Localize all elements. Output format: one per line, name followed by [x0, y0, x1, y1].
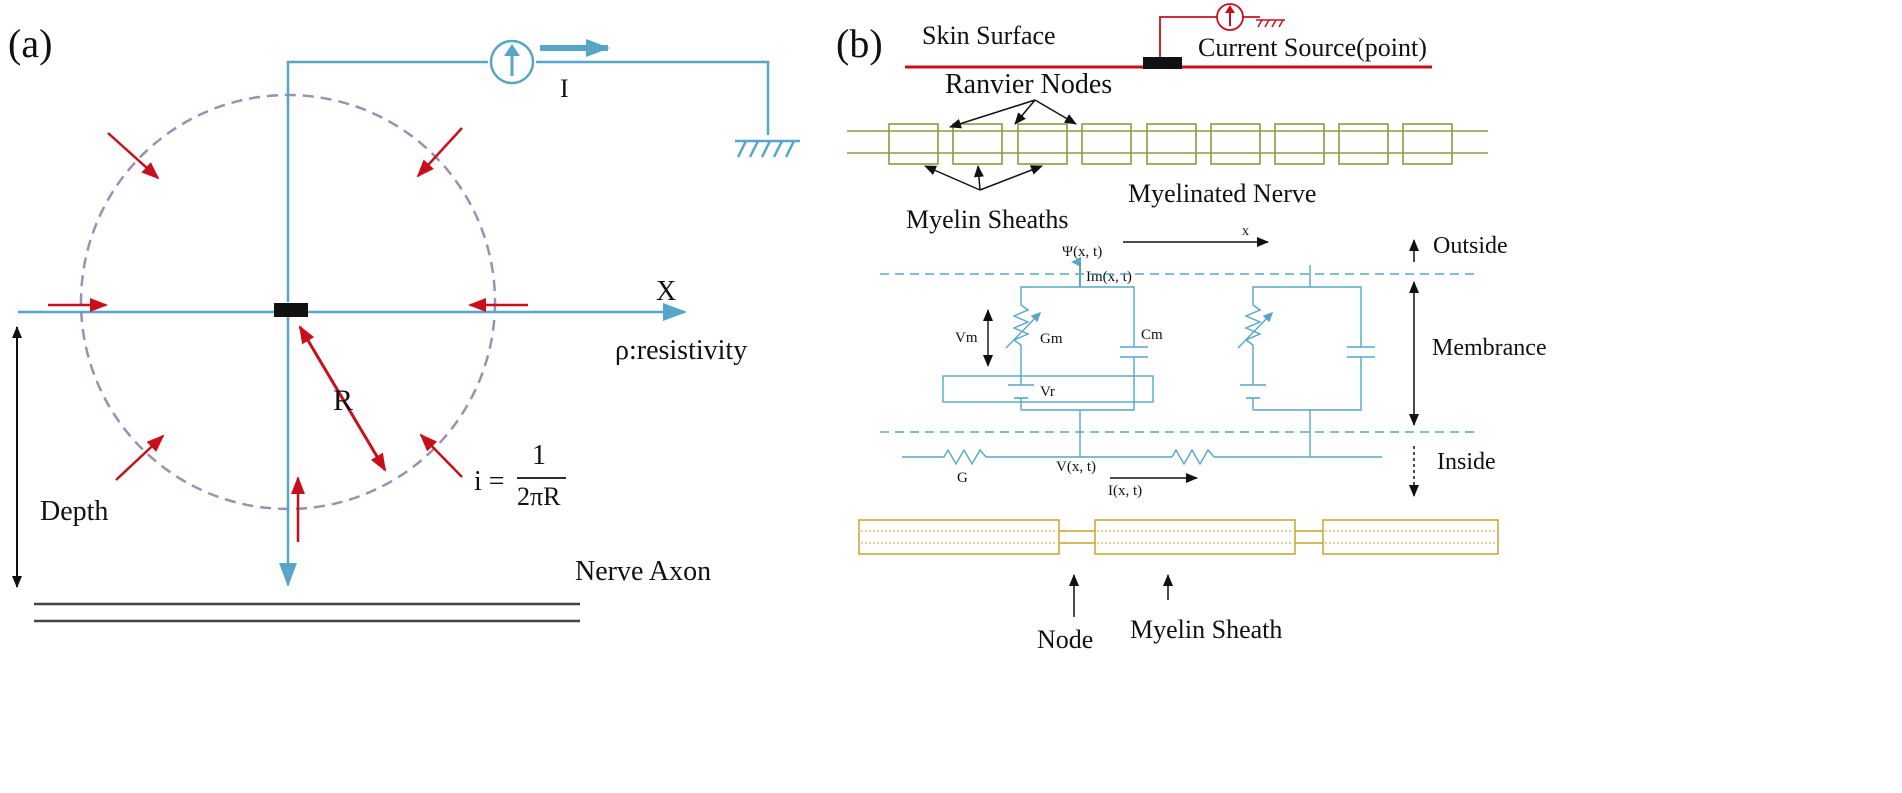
- electrode-icon: [274, 303, 308, 317]
- myelinated-axon-tube: [858, 519, 1499, 555]
- nerve-axon: [34, 602, 580, 623]
- capacitor-icon: [1120, 346, 1148, 358]
- current-label: I: [560, 74, 569, 103]
- ground-icon: [735, 139, 800, 158]
- membrane-circuit-left: [942, 274, 1154, 457]
- inside-label: Inside: [1437, 449, 1496, 475]
- myelinated-nerve-label: Myelinated Nerve: [1128, 179, 1316, 208]
- formula-lhs: i =: [474, 466, 505, 497]
- variable-resistor-icon: [1237, 304, 1274, 349]
- nerve-axon-label: Nerve Axon: [575, 556, 711, 587]
- axial-line: [902, 448, 1382, 466]
- source-wire: [286, 60, 770, 302]
- current-source-label: Current Source(point): [1198, 33, 1427, 62]
- formula-denominator: 2πR: [517, 482, 561, 511]
- myelin-sheaths-label: Myelin Sheaths: [906, 205, 1069, 234]
- resistivity-label: ρ:resistivity: [615, 335, 747, 366]
- ranvier-node-pointers: [949, 99, 1077, 129]
- panel-b: (b) Skin Surface Current Source(point) R…: [836, 3, 1547, 654]
- membrance-label: Membrance: [1432, 335, 1547, 361]
- myelinated-axon-core: [861, 530, 1496, 544]
- gm-label: Gm: [1040, 331, 1063, 347]
- v-label: V(x, t): [1056, 459, 1096, 475]
- radius-label: R: [333, 384, 353, 417]
- panel-b-label: (b): [836, 21, 883, 66]
- outside-label: Outside: [1433, 233, 1508, 259]
- im-label: Im(x, t): [1086, 269, 1132, 285]
- depth-label: Depth: [40, 496, 108, 527]
- battery-icon: [1008, 384, 1034, 399]
- membrane-circuit-right: [1252, 265, 1362, 457]
- formula-numerator: 1: [532, 440, 546, 471]
- current-source-icon: [489, 39, 535, 85]
- i-label: I(x, t): [1108, 483, 1142, 499]
- current-source-icon: [1216, 3, 1244, 31]
- radius-arrow: [298, 325, 387, 472]
- panel-a-label: (a): [8, 21, 52, 66]
- inward-current-arrows: [48, 127, 528, 542]
- node-label: Node: [1037, 625, 1093, 654]
- ground-icon: [1256, 19, 1285, 28]
- g-label: G: [957, 470, 968, 486]
- capacitor-icon: [1347, 346, 1375, 358]
- variable-resistor-icon: [1005, 304, 1042, 349]
- vr-label: Vr: [1040, 384, 1055, 400]
- skin-surface-label: Skin Surface: [922, 21, 1056, 50]
- vm-label: Vm: [955, 330, 978, 346]
- myelin-sheath-label: Myelin Sheath: [1130, 615, 1282, 644]
- battery-icon: [1240, 384, 1266, 399]
- cm-label: Cm: [1141, 327, 1163, 343]
- ranvier-nodes-label: Ranvier Nodes: [945, 69, 1112, 100]
- x-label: x: [1242, 224, 1249, 239]
- myelinated-nerve-diagram: [847, 123, 1488, 165]
- electrode-icon: [1143, 57, 1182, 69]
- panel-a: (a) I X ρ:resistivity: [8, 21, 800, 623]
- psi-label: Ψ(x, t): [1062, 244, 1102, 260]
- source-wire: [1159, 16, 1260, 57]
- myelin-sheath-pointers: [924, 165, 1043, 191]
- x-axis-label: X: [656, 276, 676, 307]
- current-density-formula: i = 1 2πR: [474, 440, 566, 511]
